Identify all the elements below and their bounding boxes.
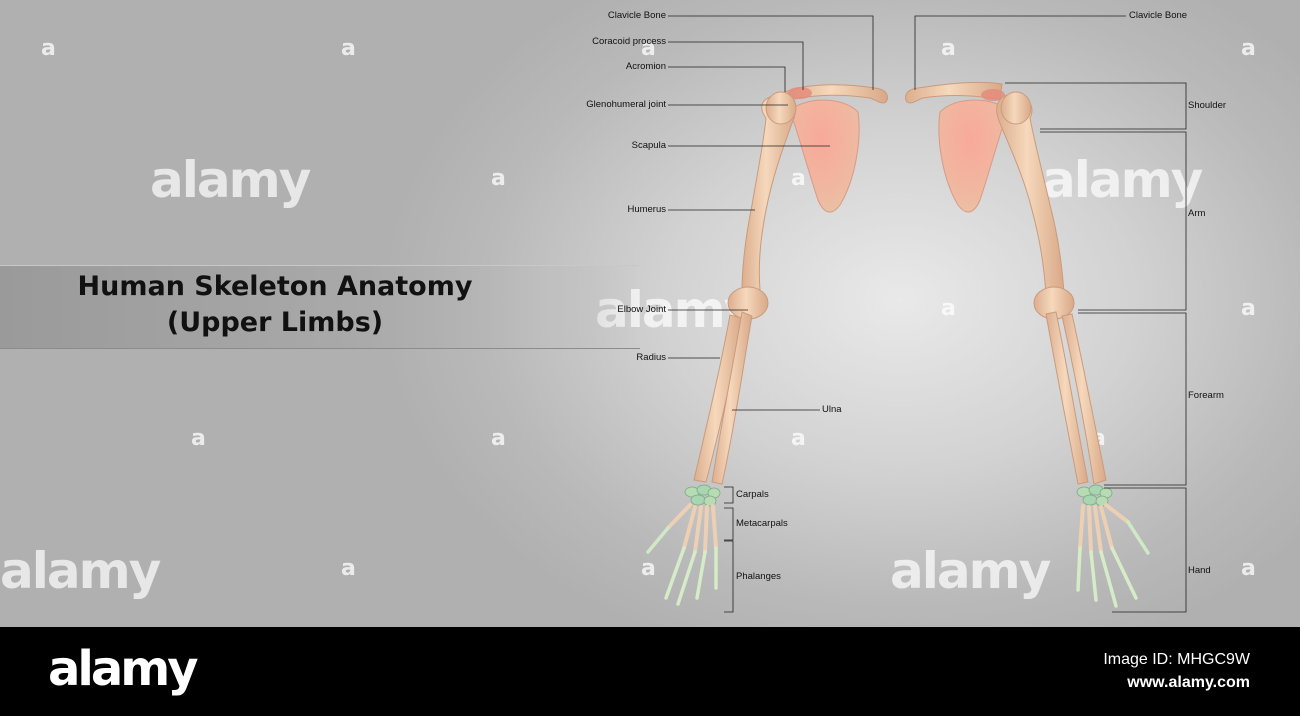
label-clavicle-bone-left: Clavicle Bone — [607, 10, 666, 21]
watermark-letter: a — [641, 36, 656, 61]
watermark-letter: a — [341, 556, 356, 581]
label-phalanges: Phalanges — [736, 571, 781, 582]
label-ulna: Ulna — [822, 404, 842, 415]
watermark-letter: a — [1241, 296, 1256, 321]
label-metacarpals: Metacarpals — [736, 518, 788, 529]
label-forearm: Forearm — [1188, 390, 1224, 401]
right-scapula — [938, 99, 1009, 213]
watermark-letter: a — [1241, 36, 1256, 61]
label-carpals: Carpals — [736, 489, 769, 500]
label-elbow-joint: Elbow Joint — [617, 304, 666, 315]
label-arm: Arm — [1188, 208, 1206, 219]
label-hand: Hand — [1188, 565, 1211, 576]
diagram-title: Human Skeleton Anatomy — [77, 271, 473, 302]
watermark-letter: a — [641, 556, 656, 581]
right-hand-bones — [1076, 503, 1150, 608]
leader-lines — [668, 15, 1187, 613]
left-carpals — [684, 484, 721, 507]
right-acromion — [981, 89, 1005, 101]
left-acromion — [788, 87, 812, 99]
label-humerus: Humerus — [627, 204, 666, 215]
watermark-logo: alamy — [890, 542, 1051, 600]
right-ulna — [1045, 311, 1089, 485]
watermark-letter: a — [491, 166, 506, 191]
label-coracoid-process: Coracoid process — [592, 36, 666, 47]
right-carpals — [1076, 484, 1113, 507]
right-clavicle — [904, 81, 1003, 104]
skeleton-illustration — [646, 15, 1187, 613]
title-banner — [0, 265, 640, 349]
label-scapula: Scapula — [631, 140, 666, 151]
watermark-letter: a — [341, 36, 356, 61]
left-humeral-head — [765, 91, 797, 125]
left-ulna — [711, 311, 753, 485]
label-clavicle-bone-right: Clavicle Bone — [1129, 10, 1188, 21]
image-canvas: a a a a a a a a a a a a a a a a a alamy … — [0, 0, 1300, 627]
watermark-logo: alamy — [1042, 151, 1203, 209]
watermark-letter: a — [491, 426, 506, 451]
diagram-subtitle: (Upper Limbs) — [166, 307, 384, 338]
left-upper-limb — [646, 84, 889, 606]
watermark-letter: a — [941, 36, 956, 61]
label-shoulder: Shoulder — [1188, 100, 1227, 111]
watermark-letter: a — [791, 166, 806, 191]
label-glenohumeral-joint: Glenohumeral joint — [586, 99, 666, 110]
watermark-logo: alamy — [150, 151, 311, 209]
left-clavicle — [784, 84, 889, 104]
left-scapula — [789, 99, 860, 213]
image-id: Image ID: MHGC9W — [1103, 651, 1250, 668]
left-hand-bones — [646, 503, 718, 606]
left-humerus — [741, 93, 796, 293]
footer-url: www.alamy.com — [1127, 674, 1250, 691]
watermark-letter: a — [41, 36, 56, 61]
label-radius: Radius — [636, 352, 666, 363]
watermark-letter: a — [191, 426, 206, 451]
right-humeral-head — [1000, 91, 1032, 125]
watermark-letter: a — [1241, 556, 1256, 581]
footer-bar: alamy Image ID: MHGC9W www.alamy.com — [0, 627, 1300, 716]
watermark-letter: a — [791, 426, 806, 451]
label-acromion: Acromion — [625, 61, 666, 72]
watermark-letter: a — [941, 296, 956, 321]
right-upper-limb — [904, 81, 1150, 608]
right-humerus — [996, 93, 1065, 296]
watermark-logo: alamy — [0, 542, 161, 600]
footer-logo: alamy — [48, 641, 199, 697]
right-radius — [1061, 313, 1107, 485]
